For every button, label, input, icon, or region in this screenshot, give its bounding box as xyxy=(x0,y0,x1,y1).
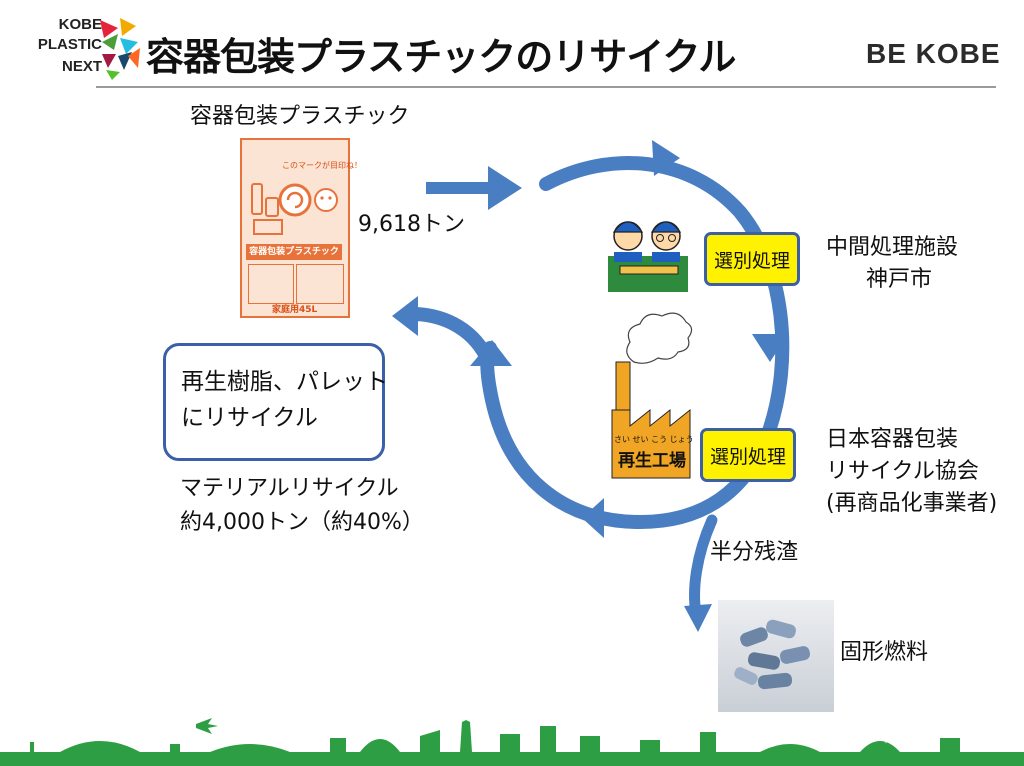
kobe-skyline-illustration: ⚓ xyxy=(0,718,1024,766)
cycle-tip-bottom xyxy=(582,498,604,538)
kobe-plastic-next-logo: KOBE PLASTIC NEXT xyxy=(22,14,140,88)
material-recycle-label: マテリアルリサイクル xyxy=(180,476,399,501)
facility-2-line-2: リサイクル協会 xyxy=(826,459,979,484)
result-line-2: にリサイクル xyxy=(181,405,318,431)
be-kobe-logo: BE KOBE xyxy=(866,38,1001,69)
facility-1-line-1: 中間処理施設 xyxy=(826,235,959,260)
logo-mosaic-icon xyxy=(100,18,140,80)
residue-label: 半分残渣 xyxy=(710,540,799,565)
result-line-1: 再生樹脂、パレット xyxy=(181,369,388,395)
facility-2-line-1: 日本容器包装 xyxy=(826,427,959,452)
anchor-icon: ⚓ xyxy=(776,728,792,749)
bag-title: 容器包装プラスチック xyxy=(246,244,342,260)
source-amount: 9,618トン xyxy=(358,212,465,237)
bag-info-table-right xyxy=(296,264,344,304)
facility-1-line-2: 神戸市 xyxy=(866,267,933,292)
bag-mark-text: このマークが目印ね！ xyxy=(282,161,362,170)
cycle-tip-top xyxy=(652,140,680,176)
airplane-icon xyxy=(196,718,218,734)
input-arrow xyxy=(426,166,522,210)
recycled-resin-box xyxy=(163,343,385,461)
facility-2-line-3: (再商品化事業者) xyxy=(826,491,998,516)
result-return-arrow xyxy=(405,307,493,363)
page-title: 容器包装プラスチックのリサイクル xyxy=(146,35,736,79)
material-recycle-amount: 約4,000トン（約40%） xyxy=(180,510,424,535)
header-divider xyxy=(96,86,996,88)
cycle-tip-right xyxy=(752,334,788,362)
bag-info-table-left xyxy=(248,264,294,304)
solid-fuel-photo xyxy=(718,600,834,712)
factory-sign: 再生工場 xyxy=(618,451,686,471)
workers-icon xyxy=(608,221,688,292)
recycled-resin-text: 再生樹脂、パレット にリサイクル xyxy=(181,364,388,436)
recycle-mark-icon xyxy=(251,183,338,235)
source-label: 容器包装プラスチック xyxy=(190,104,410,129)
logo-line-1: KOBE xyxy=(58,16,102,33)
sorting-process-box-2: 選別処理 xyxy=(700,428,796,482)
logo-line-3: NEXT xyxy=(61,58,102,75)
bag-size-label: 家庭用45L xyxy=(272,305,318,315)
factory-ruby: さい せい こう じょう xyxy=(614,435,694,444)
factory-icon xyxy=(611,312,693,479)
logo-line-2: PLASTIC xyxy=(37,36,102,53)
solid-fuel-label: 固形燃料 xyxy=(840,640,929,665)
sorting-process-box-1: 選別処理 xyxy=(704,232,800,286)
plastic-bag-image: このマークが目印ね！ 容器包装プラスチック 家庭用45L xyxy=(240,138,362,318)
mountain-mark-icon xyxy=(872,732,900,744)
